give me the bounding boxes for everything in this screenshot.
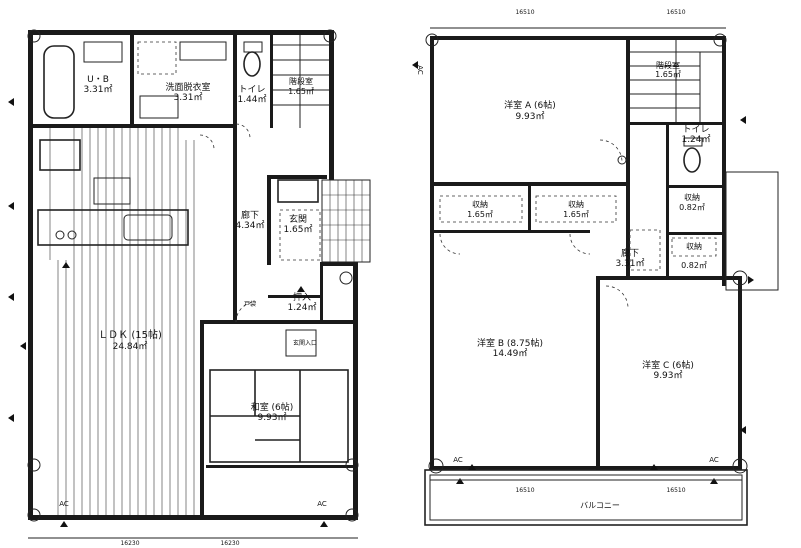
f1-storage-area: 1.24㎡ bbox=[287, 302, 316, 313]
f1-entry-name: 玄関 bbox=[289, 213, 307, 225]
f2-westC-name: 洋室 C (6帖) bbox=[642, 359, 694, 371]
f2-dim-top1: 16510 bbox=[515, 9, 534, 16]
f1-ac2: AC bbox=[317, 500, 327, 508]
f2-toilet-name: トイレ bbox=[682, 125, 709, 135]
f2-dim-top2: 16510 bbox=[666, 9, 685, 16]
f1-ldk-name: ＬＤＫ (15帖) bbox=[98, 328, 162, 341]
f2-westB-area: 14.49㎡ bbox=[493, 348, 528, 359]
f1-stair-area: 1.65㎡ bbox=[288, 87, 314, 96]
f2-closet3-name: 収納 bbox=[684, 192, 700, 202]
f1-toilet-area: 1.44㎡ bbox=[237, 94, 266, 105]
f2-stair-name: 階段室 bbox=[656, 60, 680, 70]
f1-ub-name: U・B bbox=[87, 75, 109, 85]
f2-stair-area: 1.65㎡ bbox=[655, 70, 681, 79]
stairs-2f bbox=[630, 40, 722, 122]
f1-stair-name: 階段室 bbox=[289, 76, 313, 86]
f2-westC-area: 9.93㎡ bbox=[653, 370, 682, 381]
f2-hall-name: 廊下 bbox=[621, 247, 639, 259]
f1-toilet-name: トイレ bbox=[238, 85, 265, 95]
f2-closet1-name: 収納 bbox=[472, 199, 488, 209]
f1-wash-name: 洗面脱衣室 bbox=[165, 81, 210, 93]
entry-tiles bbox=[321, 179, 371, 263]
f1-hall-name: 廊下 bbox=[241, 209, 259, 221]
floor2-plan: 洋室 A (6帖) 9.93㎡ 階段室 1.65㎡ トイレ 1.24㎡ 収納 1… bbox=[412, 9, 779, 526]
f1-ub-area: 3.31㎡ bbox=[83, 84, 112, 95]
f1-ac1: AC bbox=[59, 500, 69, 508]
f1-ldk-area: 24.84㎡ bbox=[113, 341, 148, 352]
f2-closet2-area: 1.65㎡ bbox=[563, 210, 589, 219]
ldk-floorboards bbox=[49, 128, 195, 515]
f2-closet2-name: 収納 bbox=[568, 199, 584, 209]
f1-washitsu-area: 9.93㎡ bbox=[257, 412, 286, 423]
f2-ac2: AC bbox=[453, 456, 463, 464]
f2-ac1: AC bbox=[416, 65, 424, 75]
f2-dim1: 16510 bbox=[515, 487, 534, 494]
f2-westB-name: 洋室 B (8.75帖) bbox=[477, 337, 543, 349]
f1-hall-area: 4.34㎡ bbox=[235, 220, 264, 231]
f1-wash-area: 3.31㎡ bbox=[173, 92, 202, 103]
f1-storage-name: 押入 bbox=[293, 291, 311, 303]
f1-entrance: 玄関入口 bbox=[293, 339, 317, 347]
f2-westA-name: 洋室 A (6帖) bbox=[504, 99, 556, 111]
f2-ac3: AC bbox=[709, 456, 719, 464]
f1-door-label: 戸袋 bbox=[244, 300, 256, 308]
f1-washitsu-name: 和室 (6帖) bbox=[251, 401, 294, 413]
f1-dim-right: 16230 bbox=[220, 540, 239, 547]
f2-closet4-name: 収納 bbox=[686, 241, 702, 251]
f1-entry-area: 1.65㎡ bbox=[283, 224, 312, 235]
f2-toilet-area: 1.24㎡ bbox=[681, 134, 710, 145]
f2-closet4-area: 0.82㎡ bbox=[681, 261, 707, 270]
stairs-1f bbox=[273, 35, 329, 128]
f2-dim2: 16510 bbox=[666, 487, 685, 494]
washitsu-tatami bbox=[209, 369, 349, 463]
floor1-plan: U・B 3.31㎡ 洗面脱衣室 3.31㎡ トイレ 1.44㎡ 階段室 1.65… bbox=[8, 29, 371, 547]
f2-hall-area: 3.31㎡ bbox=[615, 258, 644, 269]
f2-closet1-area: 1.65㎡ bbox=[467, 210, 493, 219]
f1-dim-left: 16230 bbox=[120, 540, 139, 547]
f2-balcony: バルコニー bbox=[580, 501, 620, 510]
f2-westA-area: 9.93㎡ bbox=[515, 111, 544, 122]
f2-closet3-area: 0.82㎡ bbox=[679, 203, 705, 212]
